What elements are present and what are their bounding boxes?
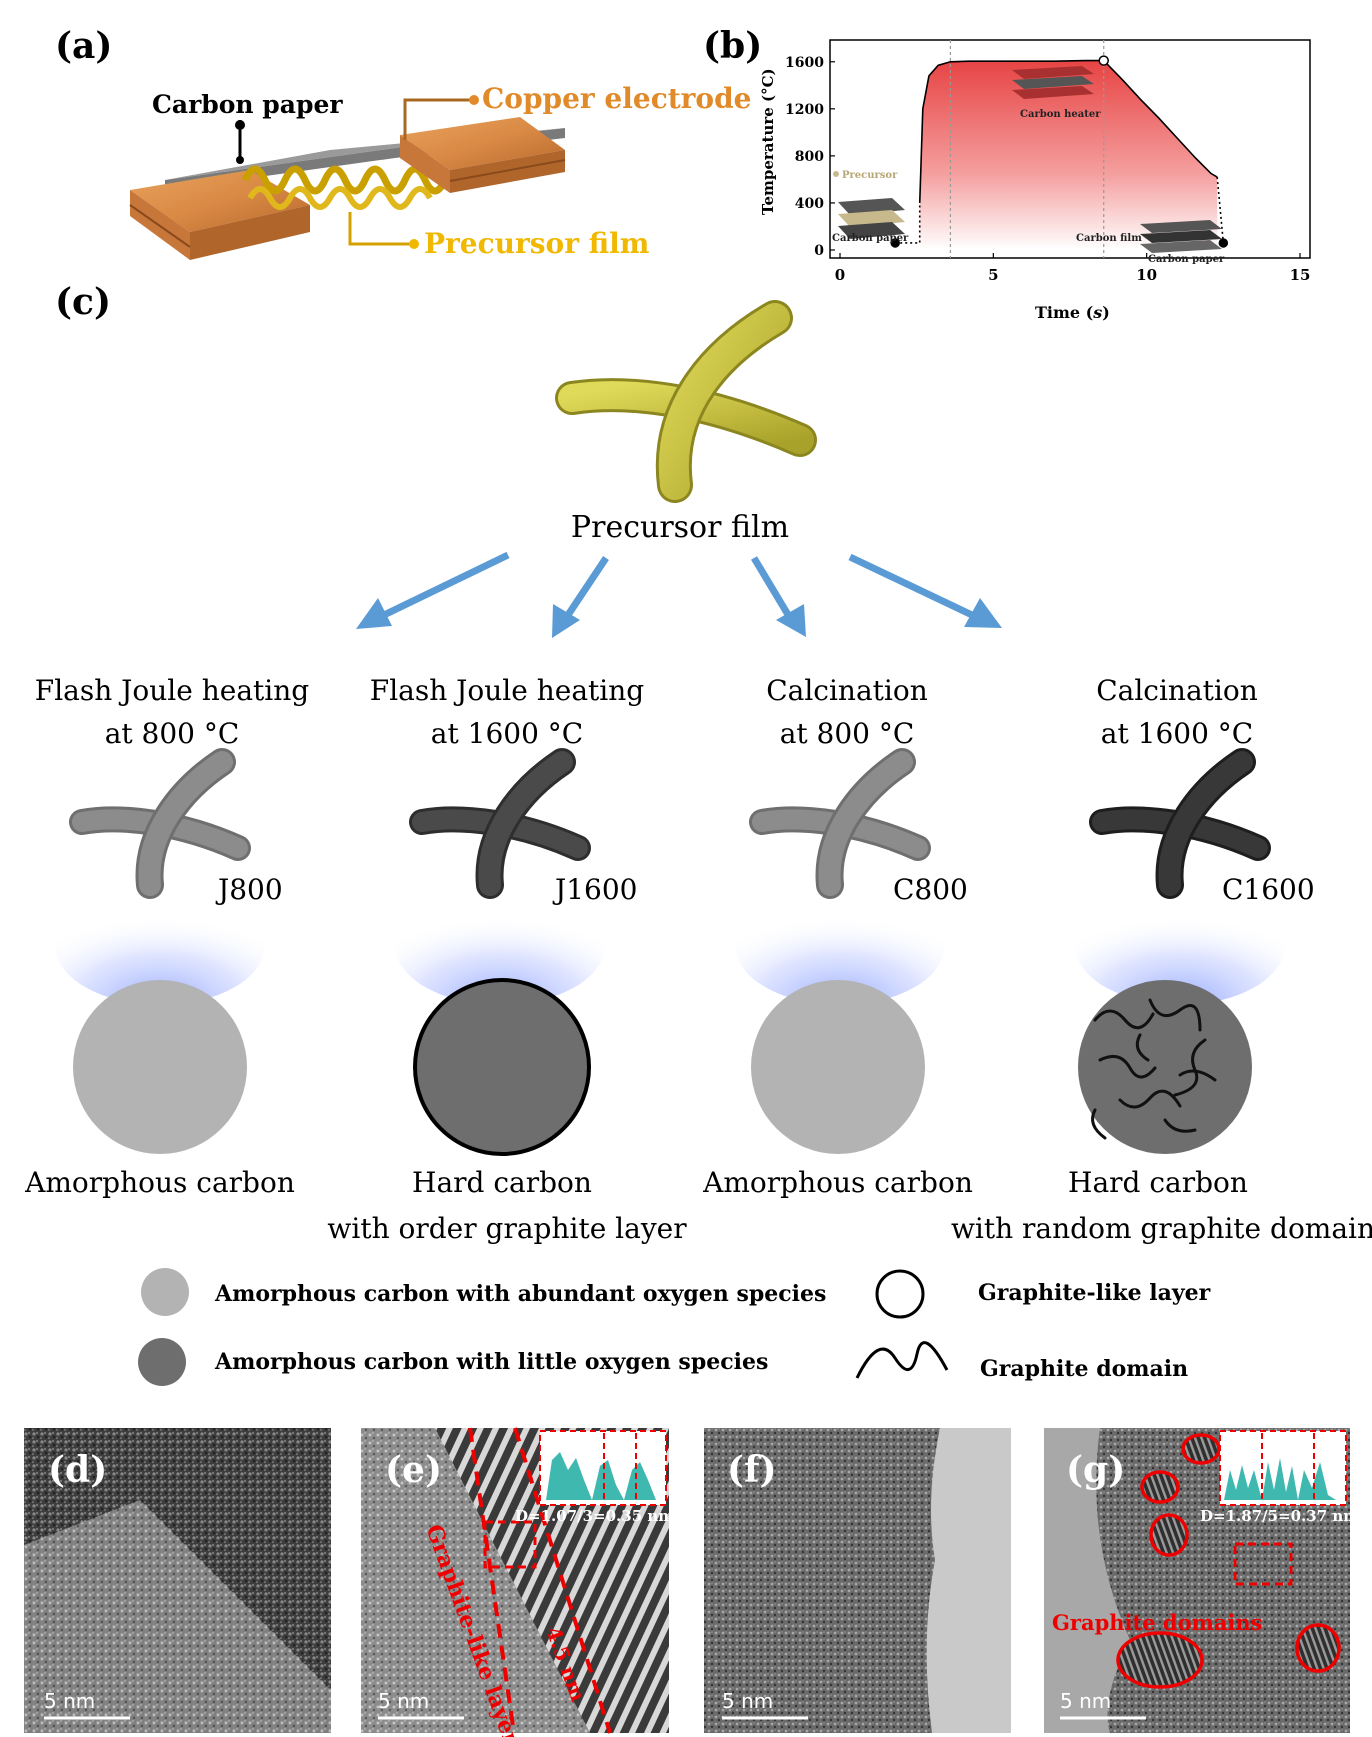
panel-f-label: (f) xyxy=(727,1449,777,1491)
arrow-to-j800 xyxy=(356,551,510,629)
legend-little: Amorphous carbon with little oxygen spec… xyxy=(214,1349,768,1375)
spacing-label-g: D=1.87/5=0.37 nm xyxy=(1200,1507,1359,1525)
code-j1600: J1600 xyxy=(552,873,637,906)
product-j800: Amorphous carbon xyxy=(24,1166,295,1199)
series-line-start xyxy=(895,202,921,244)
tem-image-f: (f) 5 nm xyxy=(704,1428,1011,1733)
product-c1600-line1: Hard carbon xyxy=(1068,1166,1248,1199)
carbon-heater-icon xyxy=(1012,66,1094,99)
legend-swatch-little xyxy=(138,1338,186,1386)
scale-label-g: 5 nm xyxy=(1060,1689,1111,1713)
series-marker-2 xyxy=(1218,238,1229,248)
route-c800-line2: at 800 °C xyxy=(780,717,915,750)
precursor-film-title: Precursor film xyxy=(571,510,789,545)
profile-inset-e xyxy=(539,1430,667,1506)
y-tick-label-2: 800 xyxy=(795,149,824,165)
carbon-film-annotation: Carbon film xyxy=(1076,233,1142,244)
route-j1600-line1: Flash Joule heating xyxy=(370,674,644,707)
chart-xlabel: Time (s) xyxy=(1035,303,1110,322)
spacing-label-e: D=1.07/3=0.35 nm xyxy=(515,1507,674,1525)
structure-circle-j800 xyxy=(73,980,247,1154)
code-j800: J800 xyxy=(215,873,283,906)
x-tick-label-1: 5 xyxy=(988,266,998,284)
chart-plot-area xyxy=(829,39,1311,259)
arrow-to-j1600 xyxy=(552,556,609,638)
product-j1600-line2: with order graphite layer xyxy=(327,1212,687,1245)
carbon-film-icon xyxy=(1140,220,1222,253)
legend-graphite-layer: Graphite-like layer xyxy=(978,1280,1211,1306)
carbon-paper-annotation-right: Carbon paper xyxy=(1148,254,1225,265)
product-fiber-j1600 xyxy=(395,748,605,1005)
route-arrows xyxy=(356,551,1002,638)
chart-ylabel: Temperature (°C) xyxy=(759,68,777,215)
route-j800-line1: Flash Joule heating xyxy=(35,674,309,707)
y-tick-label-0: 0 xyxy=(814,243,824,259)
y-tick-label-4: 1600 xyxy=(785,55,824,71)
precursor-film-wave xyxy=(241,165,449,195)
legend-swatch-graphite-domain xyxy=(855,1341,949,1379)
arrow-to-c1600 xyxy=(848,553,1002,628)
product-fiber-c1600 xyxy=(1075,748,1285,1005)
temperature-chart: 0 5 10 15 0 400 800 1200 1600 Precursor Carbon … xyxy=(759,39,1311,322)
code-c1600: C1600 xyxy=(1222,873,1315,906)
precursor-stack-icon xyxy=(838,198,905,239)
structure-circle-j1600 xyxy=(413,978,591,1156)
heating-area xyxy=(919,60,1218,251)
precursor-film-callout: Precursor film xyxy=(424,227,649,260)
x-tick-label-0: 0 xyxy=(835,266,845,284)
legend-abundant: Amorphous carbon with abundant oxygen sp… xyxy=(214,1281,826,1307)
product-j1600-line1: Hard carbon xyxy=(412,1166,592,1199)
y-tick-label-1: 400 xyxy=(795,196,824,212)
panel-c-label: (c) xyxy=(55,281,111,323)
series-marker-1 xyxy=(1098,55,1109,66)
legend-swatch-abundant xyxy=(141,1268,189,1316)
carbon-heater-annotation: Carbon heater xyxy=(1020,109,1101,120)
scale-label-e: 5 nm xyxy=(378,1689,429,1713)
carbon-paper-annotation-left: Carbon paper xyxy=(832,233,909,244)
copper-electrode-label: Copper electrode xyxy=(482,82,752,115)
profile-inset-g xyxy=(1219,1430,1347,1506)
panel-d-label: (d) xyxy=(48,1449,107,1491)
route-c1600-line1: Calcination xyxy=(1096,674,1258,707)
panel-e-label: (e) xyxy=(385,1449,442,1491)
tem-image-d: (d) 5 nm xyxy=(24,1428,331,1733)
route-j800-line2: at 800 °C xyxy=(105,717,240,750)
product-c800: Amorphous carbon xyxy=(702,1166,973,1199)
code-c800: C800 xyxy=(893,873,968,906)
carbon-paper-label: Carbon paper xyxy=(152,90,343,119)
y-tick-label-3: 1200 xyxy=(785,102,824,118)
legend-graphite-domain: Graphite domain xyxy=(980,1356,1188,1382)
precursor-fiber xyxy=(555,300,817,503)
legend: Amorphous carbon with abundant oxygen sp… xyxy=(138,1268,1211,1386)
graphite-domains-label-g: Graphite domains xyxy=(1052,1610,1263,1635)
x-tick-label-2: 10 xyxy=(1136,266,1157,284)
product-fiber-j800 xyxy=(55,748,265,1005)
tem-image-e: D=1.07/3=0.35 nm Graphite-like layer 4.5… xyxy=(361,1427,674,1737)
route-c800-line1: Calcination xyxy=(766,674,928,707)
scale-label-d: 5 nm xyxy=(44,1689,95,1713)
tem-image-g: D=1.87/5=0.37 nm Graphite domains (g) 5 … xyxy=(1044,1428,1359,1733)
right-copper-electrode xyxy=(400,117,566,193)
route-j1600-line2: at 1600 °C xyxy=(431,717,583,750)
product-c1600-line2: with random graphite domain xyxy=(951,1212,1372,1245)
structure-circle-c1600 xyxy=(1078,980,1252,1154)
panel-a-label: (a) xyxy=(55,25,112,67)
series-marker-0 xyxy=(890,238,900,248)
arrow-to-c800 xyxy=(750,556,806,637)
route-titles: Flash Joule heating at 800 °C Flash Joul… xyxy=(35,674,1258,750)
panel-b-label: (b) xyxy=(703,25,762,67)
series-line-end xyxy=(1216,176,1225,244)
panel-g-label: (g) xyxy=(1066,1449,1125,1491)
legend-swatch-graphite-layer xyxy=(875,1269,925,1319)
product-fiber-c800 xyxy=(735,748,945,1005)
x-tick-label-3: 15 xyxy=(1290,266,1311,284)
structure-circle-c800 xyxy=(751,980,925,1154)
precursor-annotation: Precursor xyxy=(842,170,898,181)
series-line-main xyxy=(918,59,1218,203)
device-illustration xyxy=(129,117,566,260)
route-c1600-line2: at 1600 °C xyxy=(1101,717,1253,750)
scale-label-f: 5 nm xyxy=(722,1689,773,1713)
